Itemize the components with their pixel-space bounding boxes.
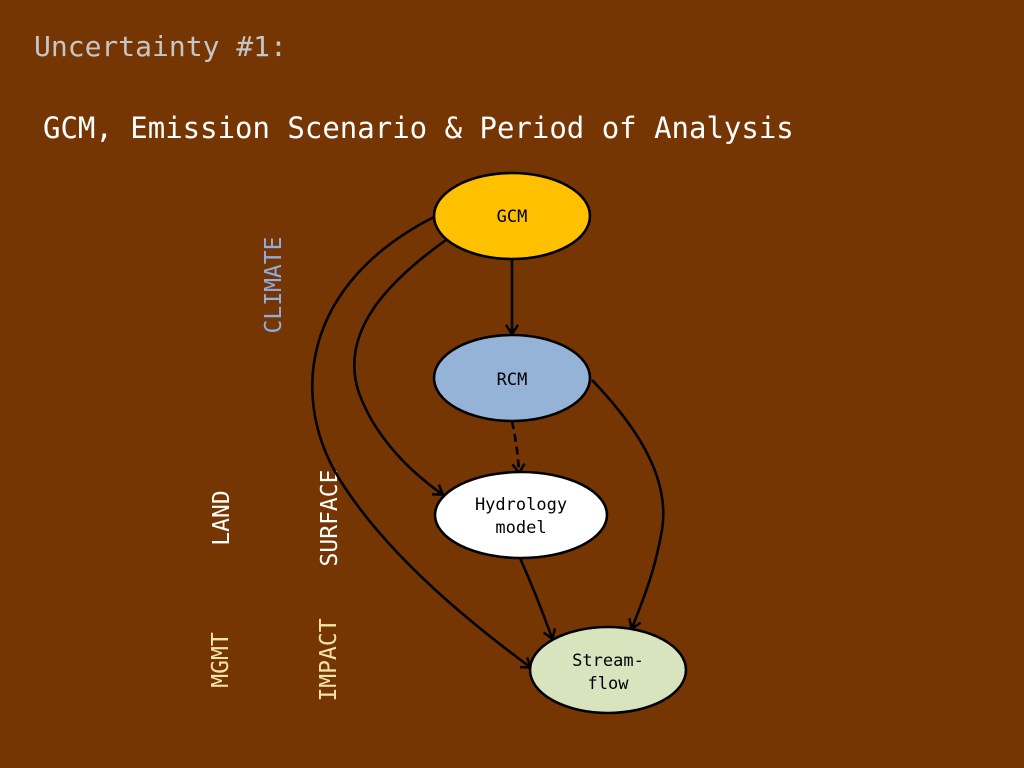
streamflow-node-label-line-2: flow: [588, 674, 630, 694]
streamflow-node: Stream- flow: [528, 625, 688, 715]
gcm-node-shape: [432, 171, 592, 261]
edge-hydrology-streamflow: [518, 557, 552, 638]
hydrology-node-label-line-1: Hydrology: [475, 495, 567, 515]
edges: [311, 215, 665, 667]
hydrology-node-shape: [433, 470, 609, 560]
edge-rcm-streamflow: [591, 379, 665, 628]
rcm-node: RCM: [432, 333, 592, 423]
gcm-node: GCM: [432, 171, 592, 261]
slide-title: Uncertainty #1:: [34, 30, 287, 63]
hydrology-node: Hydrology model: [433, 470, 609, 560]
hydrology-node-label-line-2: model: [495, 518, 546, 538]
rcm-node-shape: [432, 333, 592, 423]
gcm-node-label: GCM: [497, 207, 528, 227]
rcm-node-label: RCM: [497, 370, 528, 390]
streamflow-node-label-line-1: Stream-: [572, 651, 644, 671]
edge-gcm-streamflow: [311, 215, 530, 667]
streamflow-node-shape: [528, 625, 688, 715]
edge-rcm-hydrology: [510, 420, 519, 472]
edge-gcm-hydrology: [352, 238, 447, 494]
slide-subtitle: GCM, Emission Scenario & Period of Analy…: [43, 111, 794, 145]
